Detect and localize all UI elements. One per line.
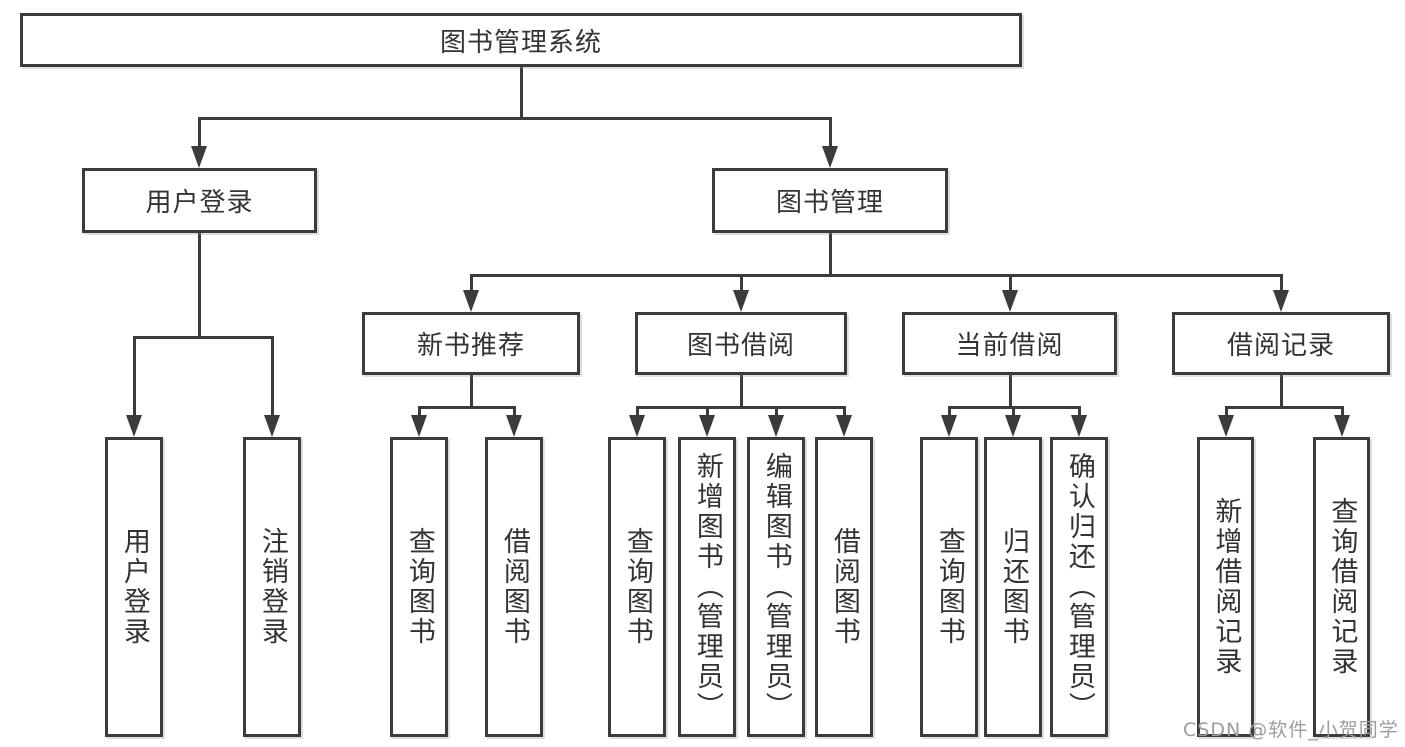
node-leaf-edit-book-admin-label: 编辑图书（管理员） — [760, 452, 792, 722]
node-leaf-borrow-book-recommend: 借阅图书 — [485, 437, 543, 737]
node-book-borrowing-label: 图书借阅 — [686, 331, 795, 361]
connector-line-v — [1011, 406, 1015, 419]
arrowhead-down-icon — [629, 415, 645, 437]
node-leaf-edit-book-admin: 编辑图书（管理员） — [747, 437, 805, 737]
node-borrowing-records-label: 借阅记录 — [1226, 331, 1335, 361]
arrowhead-down-icon — [264, 415, 280, 437]
connector-line-v — [1008, 274, 1012, 295]
node-borrowing-records: 借阅记录 — [1172, 312, 1390, 375]
node-leaf-query-book-recommend-label: 查询图书 — [403, 527, 435, 647]
connector-line-h — [635, 406, 846, 409]
connector-line-h — [947, 406, 1081, 409]
node-leaf-query-borrow-record: 查询借阅记录 — [1313, 437, 1370, 737]
arrowhead-down-icon — [1002, 290, 1018, 312]
node-system-root-label: 图书管理系统 — [439, 27, 602, 58]
node-leaf-add-book-admin: 新增图书（管理员） — [678, 437, 736, 737]
arrowhead-down-icon — [1334, 415, 1350, 437]
connector-line-v — [635, 406, 639, 419]
connector-line-v — [828, 233, 832, 277]
connector-line-h — [469, 274, 1283, 277]
arrowhead-down-icon — [733, 290, 749, 312]
arrowhead-down-icon — [822, 146, 838, 168]
node-leaf-confirm-return-admin-label: 确认归还（管理员） — [1063, 452, 1095, 722]
arrowhead-down-icon — [768, 415, 784, 437]
arrowhead-down-icon — [126, 415, 142, 437]
arrowhead-down-icon — [411, 415, 427, 437]
node-book-management: 图书管理 — [712, 168, 948, 233]
connector-line-v — [519, 67, 523, 120]
arrowhead-down-icon — [1218, 415, 1234, 437]
connector-line-v — [197, 117, 201, 151]
node-current-borrowing-label: 当前借阅 — [955, 331, 1064, 361]
connector-line-v — [417, 406, 421, 419]
node-leaf-borrow-book-recommend-label: 借阅图书 — [498, 527, 530, 647]
node-book-management-label: 图书管理 — [775, 188, 884, 218]
node-leaf-borrow-book: 借阅图书 — [815, 437, 873, 737]
arrowhead-down-icon — [1273, 290, 1289, 312]
node-leaf-confirm-return-admin: 确认归还（管理员） — [1050, 437, 1108, 737]
node-leaf-user-login: 用户登录 — [105, 437, 163, 737]
connector-line-h — [132, 336, 274, 339]
node-leaf-add-borrow-record-label: 新增借阅记录 — [1210, 497, 1242, 677]
connector-line-v — [705, 406, 709, 419]
connector-line-v — [197, 233, 201, 339]
connector-line-h — [1224, 406, 1344, 409]
connector-line-v — [1224, 406, 1228, 419]
arrowhead-down-icon — [463, 290, 479, 312]
node-new-book-recommend: 新书推荐 — [362, 312, 580, 375]
connector-line-v — [1340, 406, 1344, 419]
node-user-login: 用户登录 — [82, 168, 317, 233]
connector-line-v — [1279, 274, 1283, 295]
node-leaf-return-book: 归还图书 — [984, 437, 1042, 737]
node-leaf-logout: 注销登录 — [243, 437, 301, 737]
connector-line-v — [1279, 375, 1283, 409]
arrowhead-down-icon — [1071, 415, 1087, 437]
node-new-book-recommend-label: 新书推荐 — [416, 331, 525, 361]
connector-line-v — [469, 375, 473, 409]
connector-line-v — [132, 336, 136, 418]
node-leaf-query-book-borrowing: 查询图书 — [608, 437, 666, 737]
node-leaf-query-book-current: 查询图书 — [920, 437, 978, 737]
connector-line-v — [512, 406, 516, 419]
connector-line-v — [1077, 406, 1081, 419]
node-user-login-label: 用户登录 — [145, 188, 254, 218]
connector-line-h — [197, 117, 832, 120]
connector-line-v — [270, 336, 274, 418]
node-leaf-add-book-admin-label: 新增图书（管理员） — [691, 452, 723, 722]
arrowhead-down-icon — [836, 415, 852, 437]
node-leaf-user-login-label: 用户登录 — [118, 527, 150, 647]
arrowhead-down-icon — [1005, 415, 1021, 437]
connector-line-v — [739, 375, 743, 409]
connector-line-v — [1008, 375, 1012, 409]
arrowhead-down-icon — [191, 146, 207, 168]
connector-line-v — [774, 406, 778, 419]
node-book-borrowing: 图书借阅 — [635, 312, 847, 375]
arrowhead-down-icon — [699, 415, 715, 437]
node-leaf-return-book-label: 归还图书 — [997, 527, 1029, 647]
connector-line-v — [739, 274, 743, 295]
connector-line-v — [469, 274, 473, 295]
node-leaf-add-borrow-record: 新增借阅记录 — [1197, 437, 1254, 737]
arrowhead-down-icon — [941, 415, 957, 437]
node-leaf-query-book-borrowing-label: 查询图书 — [621, 527, 653, 647]
node-leaf-logout-label: 注销登录 — [256, 527, 288, 647]
connector-line-v — [828, 117, 832, 151]
connector-line-h — [417, 406, 516, 409]
node-leaf-query-borrow-record-label: 查询借阅记录 — [1326, 497, 1358, 677]
connector-line-v — [947, 406, 951, 419]
csdn-watermark: CSDN @软件_小贺同学 — [1183, 719, 1399, 741]
node-leaf-query-book-current-label: 查询图书 — [933, 527, 965, 647]
arrowhead-down-icon — [506, 415, 522, 437]
connector-line-v — [842, 406, 846, 419]
node-leaf-borrow-book-label: 借阅图书 — [828, 527, 860, 647]
node-current-borrowing: 当前借阅 — [902, 312, 1117, 375]
node-leaf-query-book-recommend: 查询图书 — [390, 437, 448, 737]
node-system-root: 图书管理系统 — [20, 13, 1022, 67]
